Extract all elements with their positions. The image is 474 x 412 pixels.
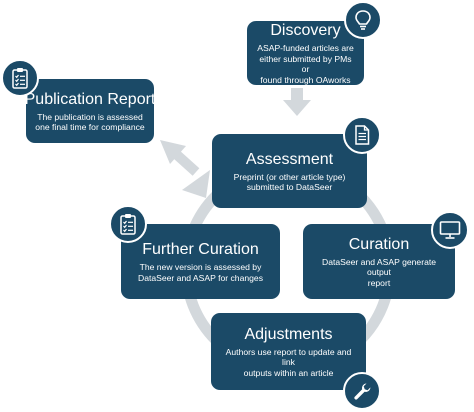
- document-icon: [343, 116, 381, 154]
- further-curation-description: The new version is assessed by DataSeer …: [137, 262, 263, 283]
- curation-description: DataSeer and ASAP generate output report: [321, 256, 437, 288]
- curation-box: Curation DataSeer and ASAP generate outp…: [303, 224, 455, 299]
- clipboard-checklist-icon: [1, 59, 39, 97]
- discovery-title: Discovery: [270, 22, 341, 39]
- assessment-title: Assessment: [245, 150, 334, 168]
- adjustments-box: Adjustments Authors use report to update…: [211, 313, 366, 390]
- assessment-box: Assessment Preprint (or other article ty…: [212, 134, 367, 208]
- discovery-box: Discovery ASAP-funded articles are eithe…: [247, 21, 364, 85]
- assessment-description: Preprint (or other article type) submitt…: [233, 171, 346, 193]
- publication-report-box: Publication Report The publication is as…: [24, 79, 156, 143]
- assessment-to-report-arrow: [160, 140, 200, 176]
- discovery-description: ASAP-funded articles are either submitte…: [257, 43, 354, 85]
- discovery-to-assessment-arrow: [283, 88, 311, 116]
- further-curation-title: Further Curation: [142, 241, 259, 258]
- adjustments-title: Adjustments: [244, 325, 333, 343]
- adjustments-description: Authors use report to update and link ou…: [225, 346, 352, 378]
- cycle-arrowhead: [182, 170, 210, 198]
- lightbulb-icon: [344, 1, 382, 39]
- further-curation-box: Further Curation The new version is asse…: [121, 224, 280, 299]
- publication-report-title: Publication Report: [24, 90, 156, 108]
- monitor-icon: [431, 211, 469, 249]
- clipboard-checklist-icon: [109, 205, 147, 243]
- curation-title: Curation: [348, 235, 410, 253]
- wrench-icon: [343, 372, 381, 410]
- publication-report-description: The publication is assessed one final ti…: [35, 111, 145, 133]
